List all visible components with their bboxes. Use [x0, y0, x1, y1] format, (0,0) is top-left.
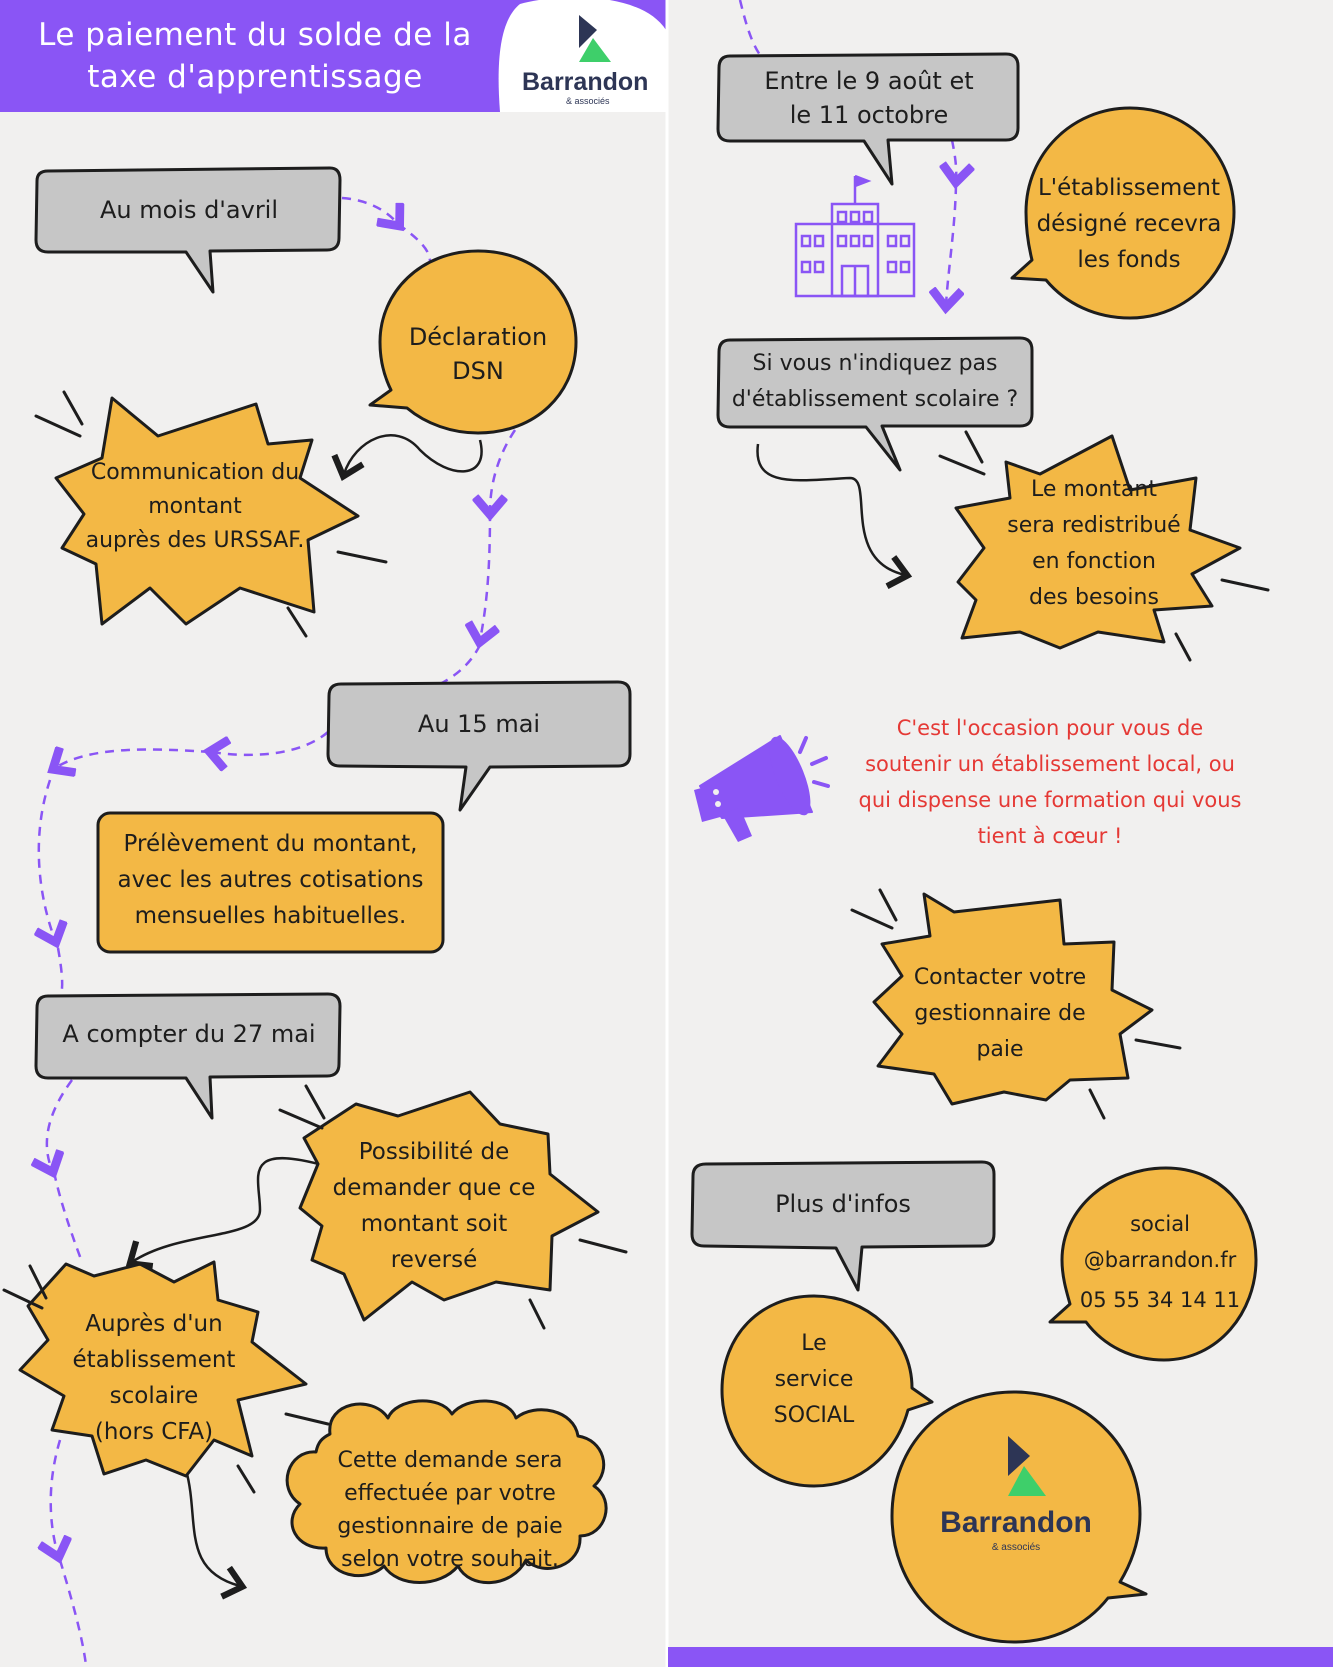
dsn-line-1: Déclaration	[408, 323, 548, 351]
urssaf-text: Communication du montant auprès des URSS…	[72, 456, 318, 558]
etablissement-line-1: Auprès d'un	[85, 1311, 223, 1337]
bubble-may15	[326, 680, 632, 812]
bubble-service	[720, 1294, 934, 1488]
bubble-april	[34, 166, 342, 294]
cloud-line-1: Cette demande sera	[337, 1448, 563, 1473]
service-text: Le service SOCIAL	[734, 1326, 894, 1434]
bubble-logo	[890, 1390, 1148, 1644]
etablissement-line-2: établissement	[72, 1347, 236, 1373]
bubble-si	[716, 336, 1034, 472]
header-logo-text: Barrandon	[522, 68, 649, 96]
header-logo-blob	[498, 0, 666, 112]
box-prelevement	[96, 811, 445, 954]
header-logo-mark	[579, 15, 611, 62]
header-logo-subtext: & associés	[566, 96, 610, 106]
cloud-demande	[285, 1399, 608, 1585]
may27-label: A compter du 27 mai	[62, 1020, 316, 1048]
burst-contact	[872, 892, 1154, 1106]
redistribue-line-1: Le montant	[1031, 477, 1157, 502]
burst-strokes-left	[2, 390, 628, 1494]
timeline-connectors	[39, 0, 956, 1666]
bubble-aug	[716, 52, 1020, 186]
bubble-dsn	[368, 249, 578, 435]
etablissement-line-4: (hors CFA)	[94, 1419, 214, 1445]
possibilite-line-3: montant soit	[360, 1211, 508, 1237]
april-label: Au mois d'avril	[99, 196, 279, 224]
fonds-text: L'établissement désigné recevra les fond…	[1024, 170, 1234, 278]
possibilite-line-1: Possibilité de	[358, 1139, 510, 1165]
promo-line-1: C'est l'occasion pour vous de	[896, 716, 1204, 740]
redistribue-line-3: en fonction	[1032, 549, 1156, 574]
promo-line-4: tient à cœur !	[977, 824, 1123, 848]
service-line-3: SOCIAL	[773, 1403, 855, 1428]
service-line-2: service	[774, 1367, 854, 1392]
urssaf-line-1: Communication du	[90, 460, 300, 485]
school-building-icon	[794, 174, 916, 298]
contact-line-3: paie	[976, 1037, 1024, 1062]
prelevement-line-2: avec les autres cotisations	[117, 867, 424, 893]
etablissement-line-3: scolaire	[109, 1383, 199, 1409]
footer-logo-text: Barrandon	[940, 1506, 1092, 1539]
phone-number[interactable]: 05 55 34 14 11	[1079, 1288, 1241, 1312]
burst-strokes-right	[850, 430, 1270, 1120]
megaphone-icon	[694, 735, 830, 842]
possibilite-text: Possibilité de demander que ce montant s…	[320, 1134, 548, 1278]
burst-possibilite	[298, 1090, 600, 1322]
si-line-1: Si vous n'indiquez pas	[752, 351, 998, 376]
bubble-may27	[34, 992, 342, 1120]
aug-text: Entre le 9 août et le 11 octobre	[722, 64, 1016, 132]
cloud-text: Cette demande sera effectuée par votre g…	[310, 1444, 590, 1576]
aug-line-1: Entre le 9 août et	[764, 67, 974, 95]
footer-logo-subtext: & associés	[991, 1542, 1041, 1553]
promo-text: C'est l'occasion pour vous de soutenir u…	[830, 710, 1270, 854]
cloud-line-3: gestionnaire de paie	[337, 1514, 563, 1539]
title-line-2: taxe d'apprentissage	[87, 59, 423, 95]
bubble-email	[1048, 1166, 1258, 1362]
aug-line-2: le 11 octobre	[789, 101, 949, 129]
dsn-text: Déclaration DSN	[380, 320, 576, 388]
burst-etablissement	[18, 1260, 308, 1478]
title-line-1: Le paiement du solde de la	[38, 17, 472, 53]
possibilite-line-4: reversé	[390, 1247, 478, 1273]
redistribue-line-4: des besoins	[1029, 585, 1159, 610]
cloud-line-2: effectuée par votre	[344, 1481, 556, 1506]
prelevement-line-3: mensuelles habituelles.	[134, 903, 407, 929]
burst-urssaf	[54, 396, 360, 626]
promo-line-3: qui dispense une formation qui vous	[858, 788, 1242, 812]
cloud-line-4: selon votre souhait.	[341, 1547, 559, 1572]
email-line-1: social	[1130, 1212, 1190, 1236]
page-title: Le paiement du solde de la taxe d'appren…	[20, 14, 490, 98]
squiggle-arrows	[125, 434, 913, 1600]
email-text: social @barrandon.fr 05 55 34 14 11	[1062, 1206, 1258, 1318]
burst-redistribue	[954, 434, 1242, 650]
prelevement-text: Prélèvement du montant, avec les autres …	[98, 826, 443, 934]
email-line-2[interactable]: @barrandon.fr	[1083, 1248, 1237, 1272]
etablissement-text: Auprès d'un établissement scolaire (hors…	[54, 1306, 254, 1450]
infos-label: Plus d'infos	[775, 1190, 911, 1218]
fonds-line-3: les fonds	[1077, 247, 1181, 273]
dsn-line-2: DSN	[452, 357, 504, 385]
possibilite-line-2: demander que ce	[332, 1175, 536, 1201]
redistribue-text: Le montant sera redistribué en fonction …	[984, 472, 1204, 616]
fonds-line-2: désigné recevra	[1036, 211, 1222, 237]
contact-line-2: gestionnaire de	[914, 1001, 1086, 1026]
urssaf-line-2: montant	[148, 494, 242, 519]
si-line-2: d'établissement scolaire ?	[731, 387, 1019, 412]
urssaf-line-3: auprès des URSSAF.	[85, 528, 305, 553]
redistribue-line-2: sera redistribué	[1007, 513, 1181, 538]
footer-bar	[668, 1647, 1333, 1667]
service-line-1: Le	[801, 1331, 827, 1356]
fonds-line-1: L'établissement	[1037, 175, 1221, 201]
footer-logo-mark	[1008, 1436, 1046, 1496]
may15-label: Au 15 mai	[417, 710, 541, 738]
contact-text: Contacter votre gestionnaire de paie	[880, 960, 1120, 1068]
prelevement-line-1: Prélèvement du montant,	[123, 831, 418, 857]
si-text: Si vous n'indiquez pas d'établissement s…	[718, 346, 1032, 418]
bubble-fonds	[1010, 106, 1236, 320]
promo-line-2: soutenir un établissement local, ou	[865, 752, 1235, 776]
bubble-infos	[690, 1160, 996, 1292]
contact-line-1: Contacter votre	[913, 965, 1087, 990]
